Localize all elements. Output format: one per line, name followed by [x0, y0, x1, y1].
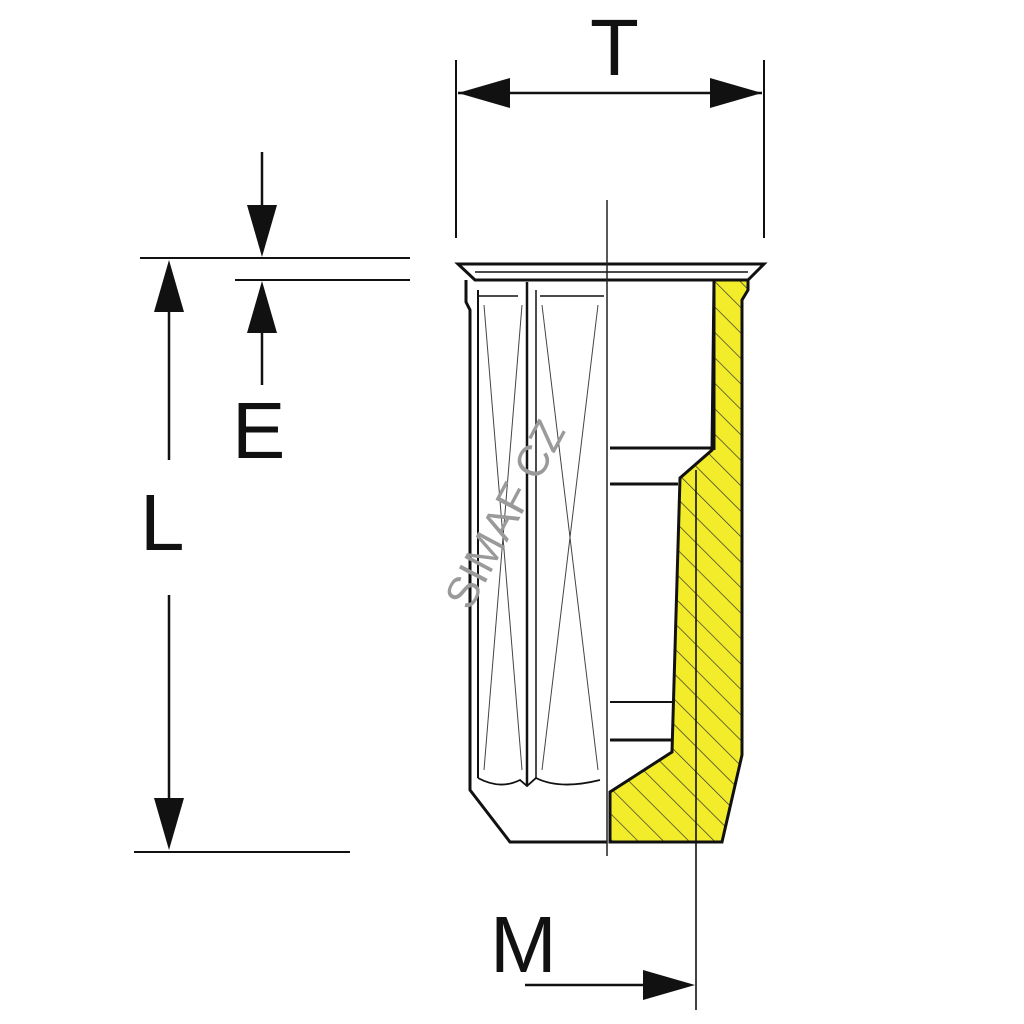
arrowhead-l-up: [154, 260, 184, 312]
label-e: E: [232, 386, 285, 475]
arrowhead-t-left: [458, 78, 510, 108]
knurl-line-4: [541, 304, 599, 771]
label-m: M: [490, 900, 557, 989]
nut-section-view: [608, 278, 750, 1010]
dimension-e: E: [140, 152, 410, 475]
arrowhead-t-right: [710, 78, 762, 108]
watermark-text: SIMAF CZ: [436, 412, 576, 616]
label-l: L: [140, 478, 185, 567]
arrowhead-l-down: [154, 798, 184, 850]
dimension-l: L: [134, 260, 350, 853]
nut-outer-view: [454, 262, 768, 844]
section-outline: [608, 278, 750, 844]
dimension-t: T: [455, 3, 765, 238]
hex-bottom-1: [477, 776, 601, 788]
knurl-line-2: [483, 304, 523, 771]
arrowhead-e-up: [247, 281, 277, 333]
arrowhead-m-right: [643, 970, 695, 1000]
label-t: T: [590, 3, 639, 92]
arrowhead-e-down: [247, 205, 277, 257]
body-outline-left: [464, 280, 607, 844]
dimension-m: M: [490, 900, 695, 1000]
